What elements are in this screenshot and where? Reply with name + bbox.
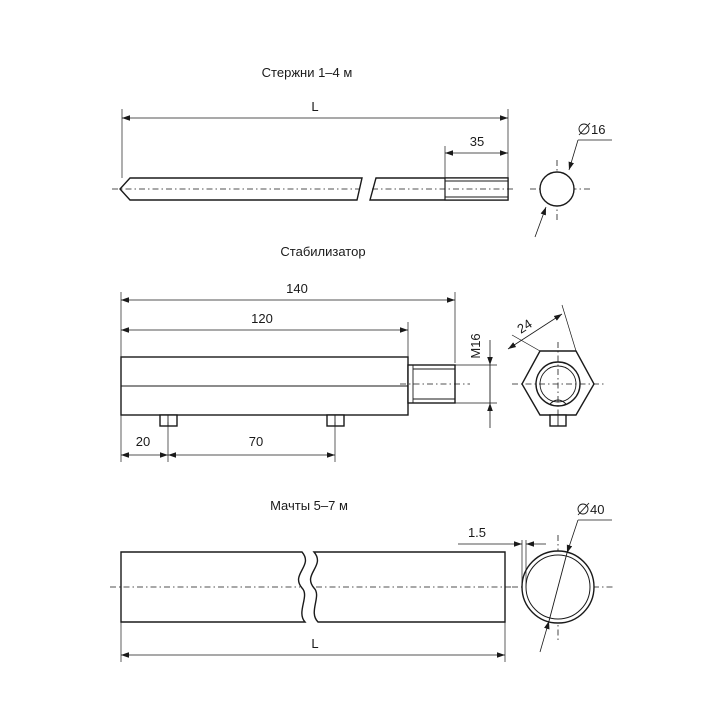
- masts-section: Мачты 5–7 м L 1.5 40: [110, 498, 615, 662]
- stabilizer-hex-label: 24: [514, 316, 534, 336]
- stabilizer-pin-offset-label: 20: [136, 434, 150, 449]
- stabilizer-hex-dimension: [507, 313, 563, 350]
- diameter-symbol-icon: [578, 123, 590, 135]
- stabilizer-pin-left: [159, 414, 178, 427]
- rods-diameter-label: 16: [591, 122, 605, 137]
- mast-tube-left: [120, 551, 307, 623]
- masts-diameter-arrow-bottom: [539, 620, 550, 653]
- masts-title: Мачты 5–7 м: [270, 498, 348, 513]
- stabilizer-title: Стабилизатор: [280, 244, 365, 259]
- masts-diameter-label: 40: [590, 502, 604, 517]
- masts-length-label: L: [311, 636, 318, 651]
- stabilizer-pin-spacing-label: 70: [249, 434, 263, 449]
- stabilizer-total-label: 140: [286, 281, 308, 296]
- mast-tube-right: [309, 551, 506, 623]
- rods-title: Стержни 1–4 м: [262, 65, 353, 80]
- masts-wall-label: 1.5: [468, 525, 486, 540]
- rods-length-label: L: [311, 99, 318, 114]
- stabilizer-section: Стабилизатор 140 120 M16: [120, 244, 604, 462]
- rod-body-left: [119, 177, 363, 201]
- stabilizer-thread-label: M16: [468, 333, 483, 358]
- rods-section: Стержни 1–4 м L 35 16: [112, 65, 612, 238]
- stabilizer-body-label: 120: [251, 311, 273, 326]
- rods-thread-label: 35: [470, 134, 484, 149]
- stabilizer-pin-right: [326, 414, 345, 427]
- rod-cross-section: [539, 171, 575, 207]
- masts-diameter-arrow-top: [566, 519, 579, 554]
- rods-diameter-arrow-bottom: [534, 206, 547, 238]
- rods-diameter-arrow-top: [568, 139, 579, 171]
- diameter-symbol-icon-2: [577, 503, 589, 515]
